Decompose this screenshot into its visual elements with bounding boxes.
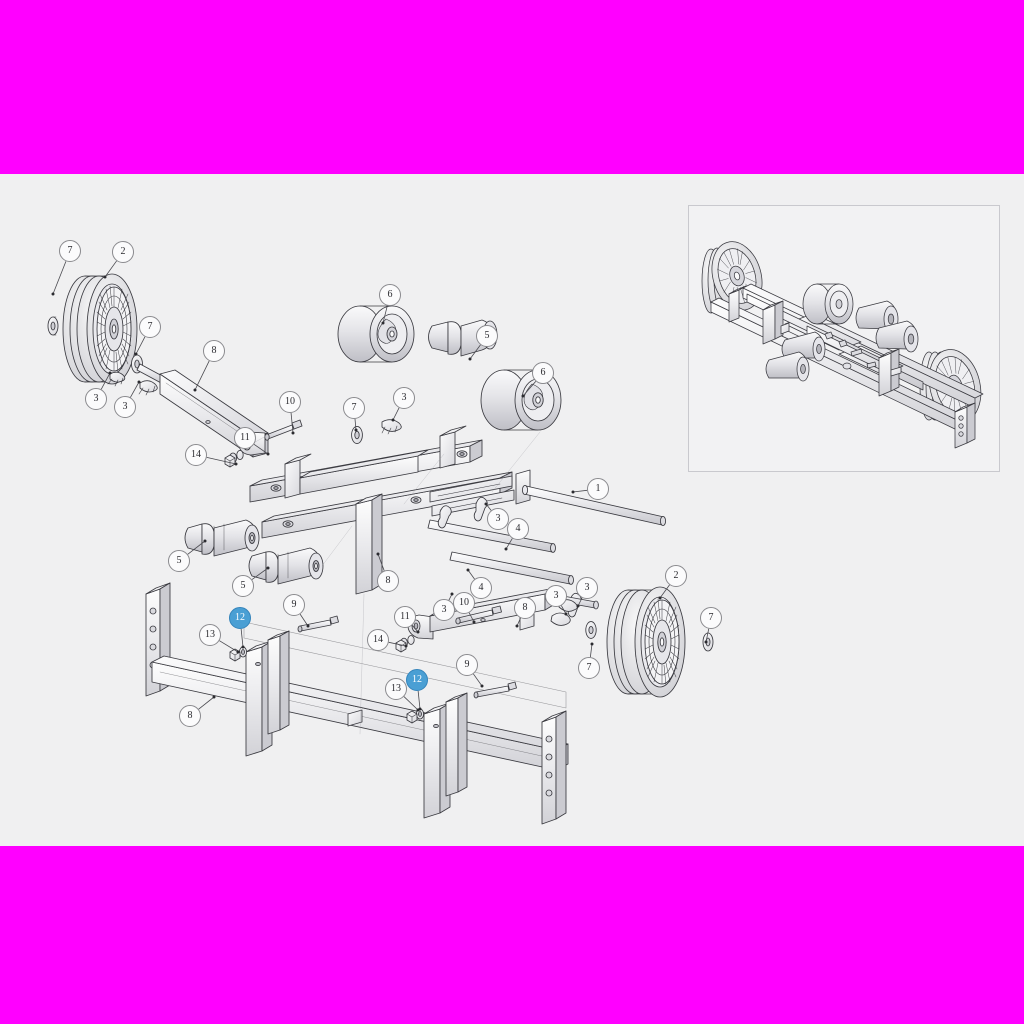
- callout-balloon-7[interactable]: 7: [343, 397, 365, 419]
- hub-wheel-upper: [337, 305, 415, 363]
- inset-uprights: [728, 285, 976, 449]
- callout-balloon-3[interactable]: 3: [487, 508, 509, 530]
- assembled-view-artwork: [701, 241, 984, 449]
- callout-balloon-4[interactable]: 4: [507, 518, 529, 540]
- inset-wheel-far: [701, 241, 763, 314]
- washer-right-outer: [702, 632, 714, 652]
- callout-balloon-4[interactable]: 4: [470, 577, 492, 599]
- callout-balloon-7[interactable]: 7: [59, 240, 81, 262]
- callout-balloon-9[interactable]: 9: [456, 654, 478, 676]
- callout-balloon-12-highlighted[interactable]: 12: [229, 607, 251, 629]
- callout-balloon-6[interactable]: 6: [532, 362, 554, 384]
- callout-balloon-5[interactable]: 5: [168, 550, 190, 572]
- callout-balloon-5[interactable]: 5: [232, 575, 254, 597]
- exploded-assembly-artwork: [47, 273, 714, 825]
- hardware-12-13-right: [406, 708, 425, 724]
- callout-balloon-8[interactable]: 8: [179, 705, 201, 727]
- fastener-cluster-right: [395, 635, 415, 653]
- inset-rollers: [765, 283, 919, 382]
- bolt-10-right: [455, 605, 502, 625]
- callout-balloon-14[interactable]: 14: [185, 444, 207, 466]
- washer-center: [351, 425, 363, 445]
- callout-balloon-7[interactable]: 7: [139, 316, 161, 338]
- bolt-9-left: [297, 615, 339, 633]
- clip-left-a: [107, 371, 126, 387]
- callout-balloon-3[interactable]: 3: [85, 388, 107, 410]
- callout-balloon-9[interactable]: 9: [283, 594, 305, 616]
- inset-hardware: [780, 322, 902, 377]
- callout-balloon-3[interactable]: 3: [114, 396, 136, 418]
- washer-right-inner: [585, 621, 597, 639]
- callout-balloon-6[interactable]: 6: [379, 284, 401, 306]
- bolt-9-right: [473, 681, 517, 699]
- callout-balloon-3[interactable]: 3: [545, 585, 567, 607]
- callout-balloon-8[interactable]: 8: [203, 340, 225, 362]
- callout-balloon-1[interactable]: 1: [587, 478, 609, 500]
- callout-balloon-7[interactable]: 7: [700, 607, 722, 629]
- clip-center-b: [473, 496, 488, 522]
- assembled-view-inset: [688, 205, 1000, 472]
- magenta-band-top: [0, 0, 1024, 174]
- callout-balloon-14[interactable]: 14: [367, 629, 389, 651]
- clip-center-d: [550, 612, 571, 626]
- clip-center-a: [437, 505, 452, 529]
- callout-balloon-13[interactable]: 13: [199, 624, 221, 646]
- callout-balloon-3[interactable]: 3: [393, 387, 415, 409]
- callout-balloon-8[interactable]: 8: [377, 570, 399, 592]
- hardware-12-13-left: [229, 646, 248, 662]
- clip-upper-center: [381, 419, 402, 435]
- hub-wheel-lower: [480, 369, 562, 431]
- callout-balloon-8[interactable]: 8: [514, 597, 536, 619]
- callout-balloon-2[interactable]: 2: [665, 565, 687, 587]
- callout-balloon-3[interactable]: 3: [576, 577, 598, 599]
- callout-balloon-10[interactable]: 10: [453, 592, 475, 614]
- callout-balloon-3[interactable]: 3: [433, 599, 455, 621]
- callout-balloon-7[interactable]: 7: [578, 657, 600, 679]
- main-frame-rail: [145, 582, 569, 825]
- callout-balloon-10[interactable]: 10: [279, 391, 301, 413]
- clip-left-b: [138, 380, 158, 396]
- washer-left-outer: [47, 316, 59, 336]
- wheel-left: [62, 273, 138, 385]
- callout-balloon-5[interactable]: 5: [476, 325, 498, 347]
- callout-balloon-12-highlighted[interactable]: 12: [406, 669, 428, 691]
- wheel-right: [606, 586, 686, 698]
- axle-arm-left: [136, 363, 269, 458]
- bolt-10-left: [264, 419, 303, 441]
- callout-balloon-13[interactable]: 13: [385, 678, 407, 700]
- center-frame-assembly: [249, 425, 531, 595]
- rod-1: [521, 484, 667, 527]
- callout-balloon-11[interactable]: 11: [234, 427, 256, 449]
- callout-balloon-2[interactable]: 2: [112, 241, 134, 263]
- callout-balloon-11[interactable]: 11: [394, 606, 416, 628]
- fastener-cluster-left: [224, 449, 244, 468]
- rod-4-lower: [449, 551, 574, 585]
- magenta-band-bottom: [0, 846, 1024, 1024]
